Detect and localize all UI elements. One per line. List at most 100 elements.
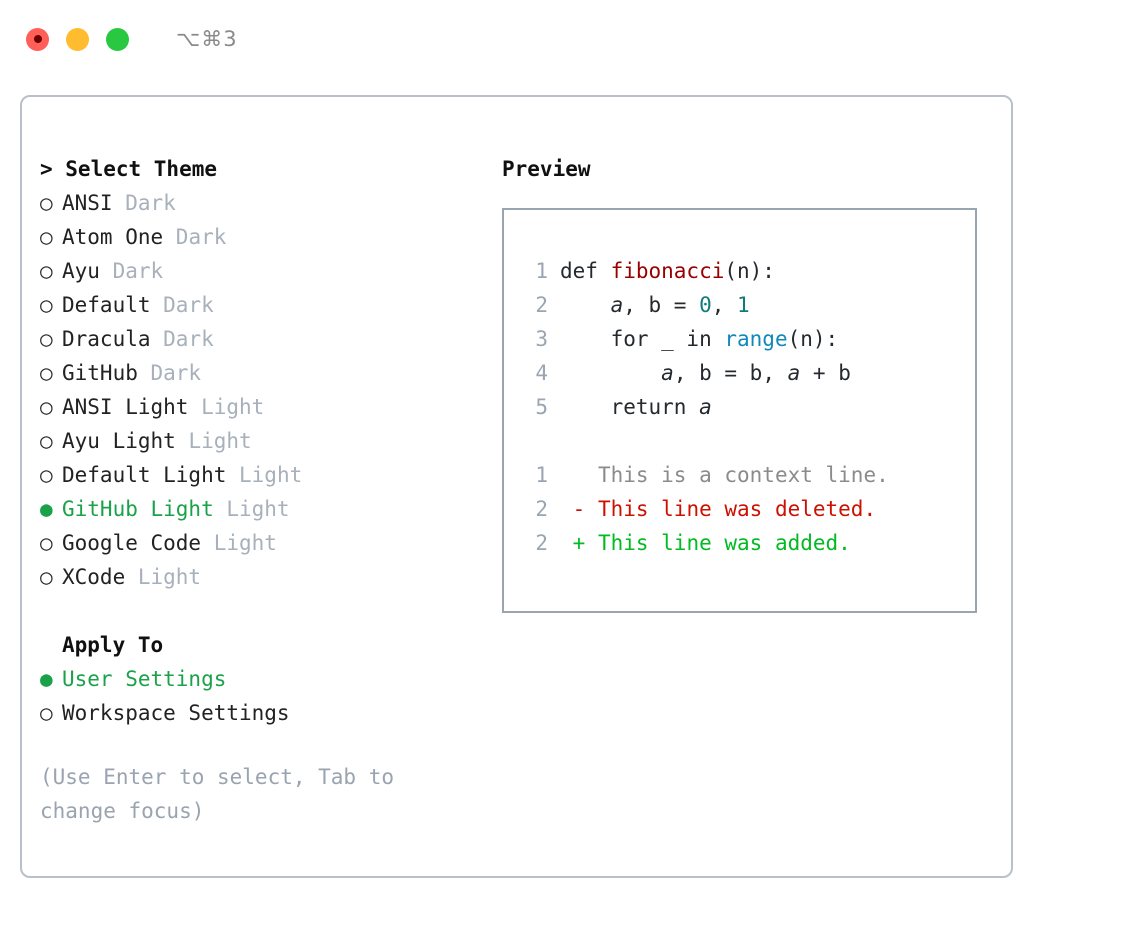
line-number: 3 [535, 327, 548, 351]
theme-variant-badge: Dark [137, 361, 202, 385]
apply-to-header-label: Apply To [62, 633, 164, 657]
theme-option-default-light[interactable]: ○ Default Light Light [40, 458, 480, 492]
theme-variant-badge: Light [213, 497, 290, 521]
theme-option-label: Google Code [62, 531, 202, 555]
theme-option-github[interactable]: ○ GitHub Dark [40, 356, 480, 390]
minimize-button[interactable] [66, 27, 89, 51]
line-number: 1 [535, 463, 548, 487]
keyboard-hint-text: (Use Enter to select, Tab to change focu… [40, 765, 395, 823]
apply-to-option-label: Workspace Settings [62, 701, 290, 725]
code-token-plain: (n): [787, 327, 839, 351]
diff-text: This line was deleted. [585, 497, 877, 521]
radio-unselected-icon: ○ [40, 395, 53, 419]
theme-variant-badge: Light [188, 395, 265, 419]
diff-text: This line was added. [585, 531, 851, 555]
line-number: 4 [535, 361, 548, 385]
line-number: 2 [535, 531, 548, 555]
apply-to-option-label: User Settings [62, 667, 227, 691]
select-theme-header: > Select Theme [40, 157, 218, 181]
apply-to-header-indent [40, 628, 62, 662]
code-token-plain: def [560, 259, 611, 283]
theme-option-list[interactable]: ○ANSI Dark○Atom One Dark○Ayu Dark○Defaul… [40, 186, 480, 594]
code-token-plain: , [711, 293, 738, 317]
radio-unselected-icon: ○ [40, 327, 53, 351]
theme-option-ansi-light[interactable]: ○ ANSI Light Light [40, 390, 480, 424]
line-number: 2 [535, 293, 548, 317]
theme-option-label: ANSI Light [62, 395, 189, 419]
theme-variant-badge: Light [175, 429, 252, 453]
code-line: 5 return a [522, 390, 975, 424]
radio-selected-icon: ● [40, 667, 53, 691]
line-number: 5 [535, 395, 548, 419]
theme-variant-badge: Light [226, 463, 303, 487]
theme-option-label: Default [62, 293, 151, 317]
apply-to-option-user-settings[interactable]: ● User Settings [40, 662, 480, 696]
theme-option-label: Default Light [62, 463, 227, 487]
theme-option-ansi[interactable]: ○ ANSI Dark [40, 186, 480, 220]
recording-indicator-dot [33, 35, 42, 43]
keyboard-shortcut-label: ⌥⌘3 [176, 27, 238, 51]
code-token-var: a [787, 361, 801, 385]
maximize-button[interactable] [106, 27, 129, 51]
code-line: 2 a, b = 0, 1 [522, 288, 975, 322]
close-button[interactable] [26, 27, 49, 51]
diff-sample: 1 This is a context line. 2 - This line w… [522, 458, 975, 560]
theme-variant-badge: Dark [150, 327, 214, 351]
theme-variant-badge: Light [201, 531, 277, 555]
radio-unselected-icon: ○ [40, 463, 53, 487]
radio-unselected-icon: ○ [40, 293, 53, 317]
radio-unselected-icon: ○ [40, 259, 53, 283]
theme-option-google-code[interactable]: ○ Google Code Light [40, 526, 480, 560]
code-token-fn: fibonacci [610, 259, 725, 283]
diff-sign: - [560, 497, 586, 521]
theme-option-xcode[interactable]: ○ XCode Light [40, 560, 480, 594]
code-token-plain: , b = b, [673, 361, 788, 385]
theme-option-atom-one[interactable]: ○ Atom One Dark [40, 220, 480, 254]
diff-sign: + [560, 531, 586, 555]
apply-to-option-workspace-settings[interactable]: ○Workspace Settings [40, 696, 480, 730]
diff-text: This is a context line. [585, 463, 889, 487]
theme-variant-badge: Dark [112, 191, 176, 215]
radio-unselected-icon: ○ [40, 531, 53, 555]
theme-variant-badge: Dark [99, 259, 164, 283]
code-token-var: a [661, 361, 674, 385]
code-token-plain [560, 361, 661, 385]
code-token-var: a [610, 293, 624, 317]
diff-sign [560, 463, 585, 487]
radio-unselected-icon: ○ [40, 225, 53, 249]
theme-option-ayu-light[interactable]: ○Ayu Light Light [40, 424, 480, 458]
apply-to-option-list[interactable]: ● User Settings ○Workspace Settings [40, 662, 480, 730]
radio-unselected-icon: ○ [40, 191, 53, 215]
theme-option-github-light[interactable]: ● GitHub Light Light [40, 492, 480, 526]
theme-option-label: Atom One [62, 225, 164, 249]
code-token-plain: for _ in [560, 327, 725, 351]
apply-to-header: Apply To [40, 628, 480, 662]
radio-unselected-icon: ○ [40, 565, 53, 589]
theme-option-label: GitHub [62, 361, 138, 385]
theme-variant-badge: Light [125, 565, 202, 589]
code-line: 3 for _ in range(n): [522, 322, 975, 356]
code-line: 4 a, b = b, a + b [522, 356, 975, 390]
radio-selected-icon: ● [40, 497, 53, 521]
theme-option-label: ANSI [62, 191, 113, 215]
theme-option-label: XCode [62, 565, 126, 589]
theme-option-default[interactable]: ○ Default Dark [40, 288, 480, 322]
code-token-plain: return [560, 395, 700, 419]
theme-variant-badge: Dark [163, 225, 227, 249]
theme-option-ayu[interactable]: ○Ayu Dark [40, 254, 480, 288]
theme-option-label: Dracula [62, 327, 151, 351]
theme-option-label: GitHub Light [62, 497, 214, 521]
theme-option-dracula[interactable]: ○ Dracula Dark [40, 322, 480, 356]
traffic-light-group [26, 27, 129, 51]
radio-unselected-icon: ○ [40, 361, 53, 385]
main-panel: > Select Theme ○ANSI Dark○Atom One Dark○… [20, 95, 1013, 878]
diff-line-added: 2 + This line was added. [522, 526, 975, 560]
theme-variant-badge: Dark [150, 293, 214, 317]
code-token-builtin: range [724, 327, 788, 351]
code-token-plain [560, 293, 611, 317]
code-token-plain: (n): [724, 259, 775, 283]
